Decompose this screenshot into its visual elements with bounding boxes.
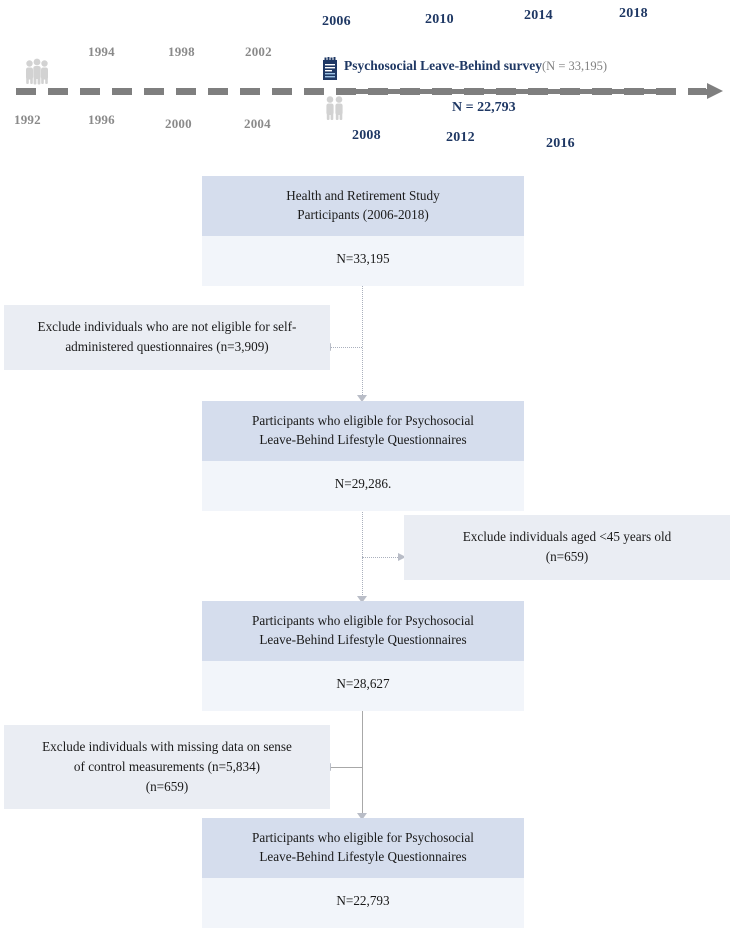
flow-exclusion-3-line-2: of control measurements (n=5,834) — [73, 758, 261, 774]
survey-label: Psychosocial Leave-Behind survey(N = 33,… — [344, 58, 607, 74]
flow-exclusion-3-line-3: (n=659) — [145, 778, 189, 794]
people-group-icon — [22, 58, 52, 88]
flow-exclusion-3-line-1: Exclude individuals with missing data on… — [42, 739, 292, 754]
timeline-year-2000: 2000 — [165, 116, 192, 131]
timeline-year-2018: 2018 — [619, 6, 648, 21]
timeline-year-1994: 1994 — [88, 44, 115, 59]
flow-node-1-count: N=33,195 — [202, 236, 524, 286]
connector-1-arrowhead-icon — [357, 395, 367, 402]
flow-node-3-count: N=28,627 — [202, 661, 524, 711]
timeline-year-2014: 2014 — [524, 8, 553, 23]
flow-node-3-title-line-2: Leave-Behind Lifestyle Questionnaires — [259, 631, 467, 647]
flow-node-1-title-line-2: Participants (2006-2018) — [297, 206, 429, 222]
study-timeline: 1994 1998 2002 2006 2010 2014 2018 1992 … — [0, 0, 735, 160]
survey-label-text: Psychosocial Leave-Behind survey — [344, 58, 542, 73]
timeline-year-2010: 2010 — [425, 12, 454, 27]
connector-2-branch-right — [362, 557, 400, 558]
flow-node-eligible-lbq-2: Participants who eligible for Psychosoci… — [202, 601, 524, 711]
flow-node-3-title-line-1: Participants who eligible for Psychosoci… — [252, 613, 474, 628]
flow-node-2-count: N=29,286. — [202, 461, 524, 511]
flow-node-4-title-line-2: Leave-Behind Lifestyle Questionnaires — [259, 848, 467, 864]
flow-node-1-title-line-1: Health and Retirement Study — [286, 188, 440, 203]
flow-node-2-header: Participants who eligible for Psychosoci… — [202, 401, 524, 462]
timeline-year-2012: 2012 — [446, 130, 475, 145]
study-flowchart: Health and Retirement Study Participants… — [0, 160, 735, 933]
connector-1-vertical — [362, 281, 363, 399]
connector-2-branch-arrowhead-icon — [398, 553, 406, 561]
flow-node-3-header: Participants who eligible for Psychosoci… — [202, 601, 524, 662]
connector-3-branch-left — [331, 767, 362, 768]
timeline-arrow-icon — [707, 83, 723, 99]
timeline-year-1992: 1992 — [14, 112, 41, 127]
flow-exclusion-2-line-1: Exclude individuals aged <45 years old — [462, 529, 672, 544]
connector-2-vertical — [362, 506, 363, 601]
timeline-year-2006: 2006 — [322, 14, 351, 29]
connector-3-arrowhead-icon — [357, 813, 367, 820]
flow-node-2-title-line-1: Participants who eligible for Psychosoci… — [252, 413, 474, 428]
flow-exclusion-1-line-1: Exclude individuals who are not eligible… — [37, 319, 297, 334]
flow-exclusion-not-eligible-sendq: Exclude individuals who are not eligible… — [4, 305, 330, 370]
flow-exclusion-missing-sense-of-control: Exclude individuals with missing data on… — [4, 725, 330, 810]
timeline-arrow-stem — [698, 88, 710, 95]
people-pair-icon — [323, 95, 347, 121]
timeline-year-1996: 1996 — [88, 112, 115, 127]
clipboard-survey-icon — [322, 56, 338, 82]
timeline-solid-segment — [349, 89, 657, 94]
flow-node-4-header: Participants who eligible for Psychosoci… — [202, 818, 524, 879]
timeline-final-n: N = 22,793 — [452, 100, 516, 115]
timeline-year-2016: 2016 — [546, 136, 575, 151]
timeline-year-2002: 2002 — [245, 44, 272, 59]
flow-node-4-count: N=22,793 — [202, 878, 524, 928]
flow-node-final-sample: Participants who eligible for Psychosoci… — [202, 818, 524, 928]
flow-node-1-header: Health and Retirement Study Participants… — [202, 176, 524, 237]
flow-exclusion-1-line-2: administered questionnaires (n=3,909) — [65, 338, 269, 354]
flow-node-4-title-line-1: Participants who eligible for Psychosoci… — [252, 830, 474, 845]
timeline-year-2004: 2004 — [244, 116, 271, 131]
survey-label-n: (N = 33,195) — [542, 59, 608, 73]
flow-exclusion-age-under-45: Exclude individuals aged <45 years old (… — [404, 515, 730, 580]
connector-1-branch-left — [331, 347, 362, 348]
connector-2-arrowhead-icon — [357, 596, 367, 603]
flow-node-2-title-line-2: Leave-Behind Lifestyle Questionnaires — [259, 431, 467, 447]
flow-node-participants-total: Health and Retirement Study Participants… — [202, 176, 524, 286]
connector-3-vertical — [362, 706, 363, 818]
timeline-year-1998: 1998 — [168, 44, 195, 59]
flow-exclusion-2-line-2: (n=659) — [545, 548, 589, 564]
flow-node-eligible-lbq-1: Participants who eligible for Psychosoci… — [202, 401, 524, 511]
timeline-year-2008: 2008 — [352, 128, 381, 143]
